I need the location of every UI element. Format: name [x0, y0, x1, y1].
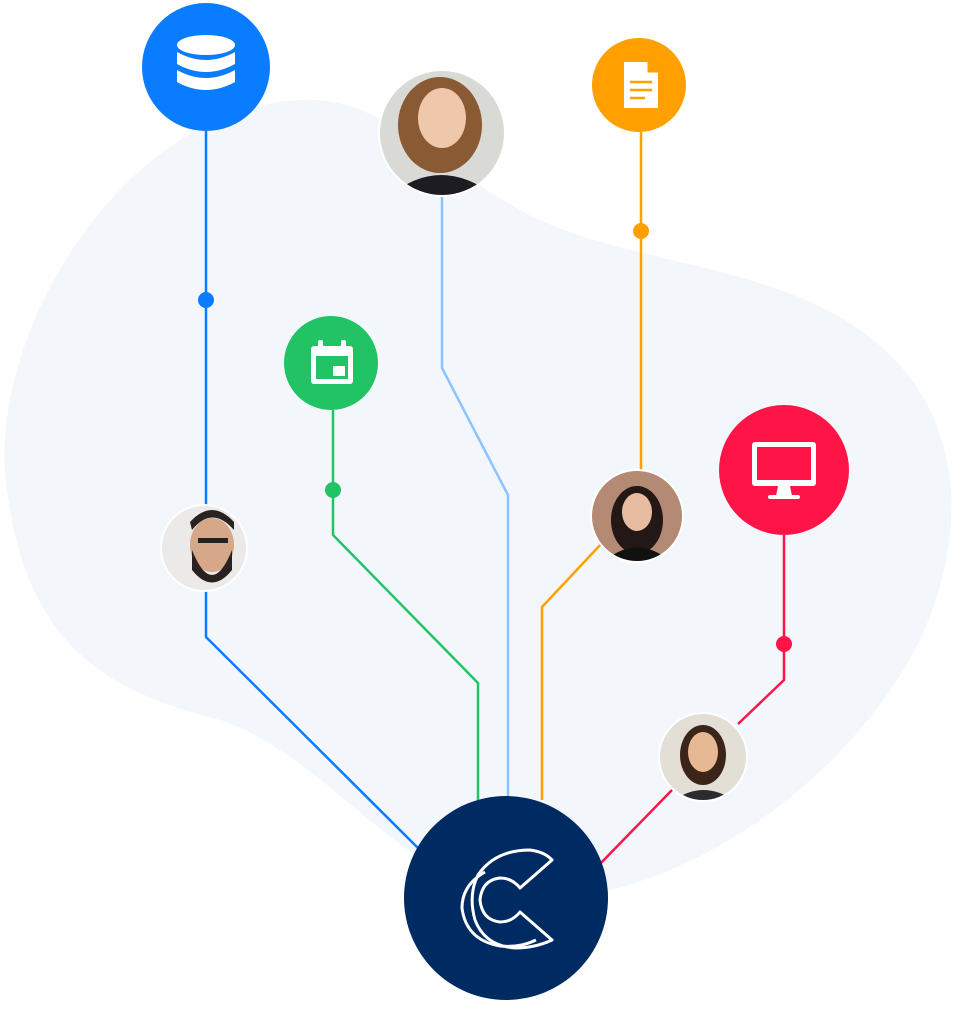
- database-node[interactable]: [142, 3, 270, 131]
- calendar-icon: [311, 340, 353, 384]
- background-blob: [4, 99, 952, 902]
- document-connector-line-lower: [540, 542, 603, 800]
- database-connector-line-lower: [204, 591, 421, 851]
- database-icon: [177, 35, 235, 90]
- connector-dot: [633, 223, 649, 239]
- calendar-node[interactable]: [284, 316, 378, 410]
- person-avatar[interactable]: [591, 470, 683, 565]
- hub-node[interactable]: [404, 796, 608, 1000]
- connector-dot: [325, 482, 341, 498]
- document-node[interactable]: [592, 38, 686, 132]
- monitor-connector-line-lower: [597, 789, 673, 867]
- monitor-icon: [752, 442, 816, 499]
- connector-dot: [776, 636, 792, 652]
- calendar-connector-line: [331, 410, 480, 800]
- person-avatar[interactable]: [659, 713, 747, 805]
- connector-dot: [198, 292, 214, 308]
- company-logo-icon: [460, 848, 554, 950]
- person-avatar[interactable]: [161, 505, 247, 591]
- monitor-connector-line: [737, 535, 786, 725]
- monitor-node[interactable]: [719, 405, 849, 535]
- document-icon: [624, 62, 658, 108]
- person-connector-line: [440, 196, 510, 800]
